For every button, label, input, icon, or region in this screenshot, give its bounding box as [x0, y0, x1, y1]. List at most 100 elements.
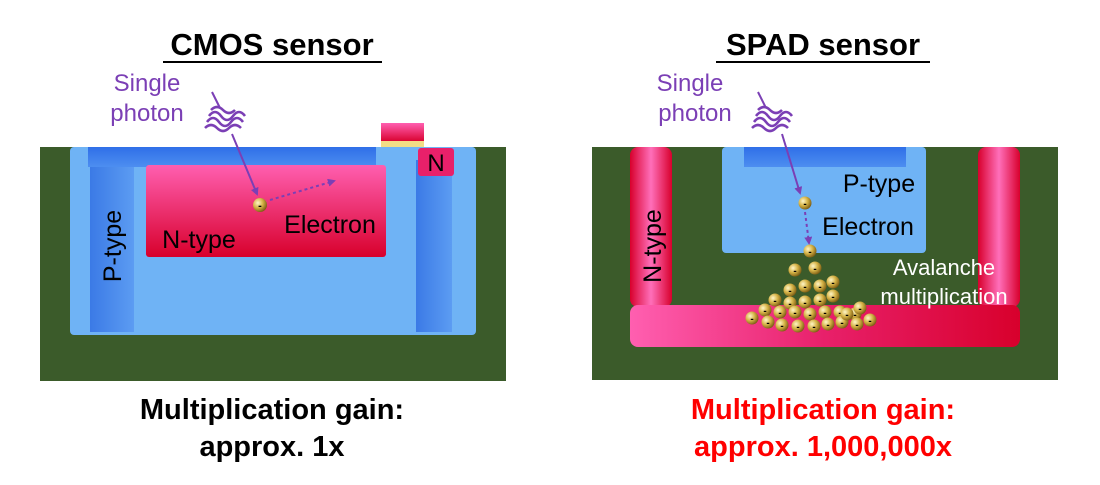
electron-symbol: - [788, 286, 791, 297]
spad-gain-line2: approx. 1,000,000x [694, 431, 952, 463]
electron-ball [813, 293, 827, 307]
electron-ball [813, 279, 827, 293]
avalanche-electron: - [818, 305, 832, 319]
electron-symbol: - [778, 308, 781, 319]
cmos-title: CMOS sensor [170, 27, 373, 62]
cmos-electron-label: Electron [284, 211, 376, 239]
cmos-photon-arrow [231, 133, 259, 196]
avalanche-electron: - [798, 295, 812, 309]
avalanche-electron: - [798, 279, 812, 293]
avalanche-electron: - [788, 263, 802, 277]
cmos-p-type-label: P-type [99, 210, 127, 282]
electron-symbol: - [808, 310, 811, 321]
spad-n-type-label: N-type [639, 209, 667, 283]
electron-symbol: - [788, 299, 791, 310]
electron-symbol: - [855, 320, 858, 331]
avalanche-electron: - [808, 261, 822, 275]
cmos-n-type-region [146, 165, 386, 257]
avalanche-electron: - [791, 319, 805, 333]
electron-symbol: - [803, 199, 806, 210]
electron-symbol: - [840, 318, 843, 329]
avalanche-electron: - [758, 303, 772, 317]
electron-symbol: - [838, 308, 841, 319]
electron-symbol: - [826, 320, 829, 331]
cmos-transfer-gate [381, 123, 424, 142]
avalanche-electron: - [788, 305, 802, 319]
electron-ball [798, 196, 812, 210]
cmos-surface-layer [88, 147, 376, 167]
spad-photon-line-top [757, 91, 767, 109]
electron-ball [775, 318, 789, 332]
cmos-electron-icon: - [253, 198, 267, 212]
avalanche-electron: - [768, 293, 782, 307]
spad-photon-wave-icon [751, 105, 794, 133]
electron-ball [840, 307, 854, 321]
electron-ball [807, 319, 821, 333]
electron-ball [791, 319, 805, 333]
cmos-photon-label-line1: Single [114, 70, 181, 97]
cmos-electron-path-arrow [269, 178, 336, 201]
avalanche-electron: - [813, 293, 827, 307]
avalanche-electron: - [803, 307, 817, 321]
electron-ball [798, 279, 812, 293]
electron-symbol: - [818, 296, 821, 307]
electron-ball [798, 295, 812, 309]
electron-symbol: - [823, 308, 826, 319]
avalanche-electron: - [853, 301, 867, 315]
electron-symbol: - [853, 310, 856, 321]
avalanche-electron: - [773, 305, 787, 319]
spad-n-type-right-wall [978, 147, 1020, 307]
electron-symbol: - [803, 298, 806, 309]
electron-ball [783, 283, 797, 297]
electron-symbol: - [796, 322, 799, 333]
spad-avalanche-line2: multiplication [880, 284, 1007, 309]
electron-ball [761, 315, 775, 329]
avalanche-electron: - [775, 318, 789, 332]
electron-symbol: - [793, 266, 796, 277]
cmos-gain-line1: Multiplication gain: [140, 394, 404, 426]
spad-photon-label-line2: photon [658, 100, 731, 127]
electron-symbol: - [812, 322, 815, 333]
electron-symbol: - [766, 318, 769, 329]
cmos-left-pillar [90, 150, 134, 332]
spad-photon-label-line1: Single [657, 70, 724, 97]
electron-symbol: - [868, 316, 871, 327]
cmos-photon-wave-icon [204, 105, 247, 133]
spad-surface-layer [744, 147, 906, 167]
spad-panel: SPAD sensor Single photon P-type Electro… [592, 27, 1058, 463]
cmos-photon-line-top [211, 91, 221, 109]
electron-ball [863, 313, 877, 327]
spad-p-type-label: P-type [843, 170, 915, 198]
electron-ball [818, 305, 832, 319]
spad-avalanche-line1: Avalanche [893, 255, 995, 280]
avalanche-electron: - [783, 283, 797, 297]
electron-ball [788, 263, 802, 277]
spad-n-type-left-wall [630, 147, 672, 307]
electron-symbol: - [258, 200, 262, 212]
electron-ball [768, 293, 782, 307]
cmos-n-contact-label: N [427, 150, 444, 177]
cmos-right-pillar [416, 160, 452, 332]
cmos-panel: CMOS sensor N Single photon N-type Elect… [40, 27, 506, 463]
electron-ball [788, 305, 802, 319]
electron-symbol: - [831, 278, 834, 289]
avalanche-electron: - [840, 307, 854, 321]
electron-symbol: - [818, 282, 821, 293]
cmos-gain-line2: approx. 1x [199, 431, 344, 463]
cmos-gate-oxide [381, 141, 424, 147]
electron-ball [745, 311, 759, 325]
electron-ball [803, 307, 817, 321]
spad-avalanche-electrons: ------------------------------- [745, 196, 877, 333]
electron-ball [853, 301, 867, 315]
spad-p-type-region [722, 147, 926, 253]
electron-symbol: - [831, 292, 834, 303]
electron-symbol: - [858, 304, 861, 315]
spad-gain-line1: Multiplication gain: [691, 394, 955, 426]
electron-ball [826, 289, 840, 303]
spad-electron-path-arrow [804, 211, 813, 245]
electron-symbol: - [793, 308, 796, 319]
electron-symbol: - [763, 306, 766, 317]
electron-ball [803, 244, 817, 258]
